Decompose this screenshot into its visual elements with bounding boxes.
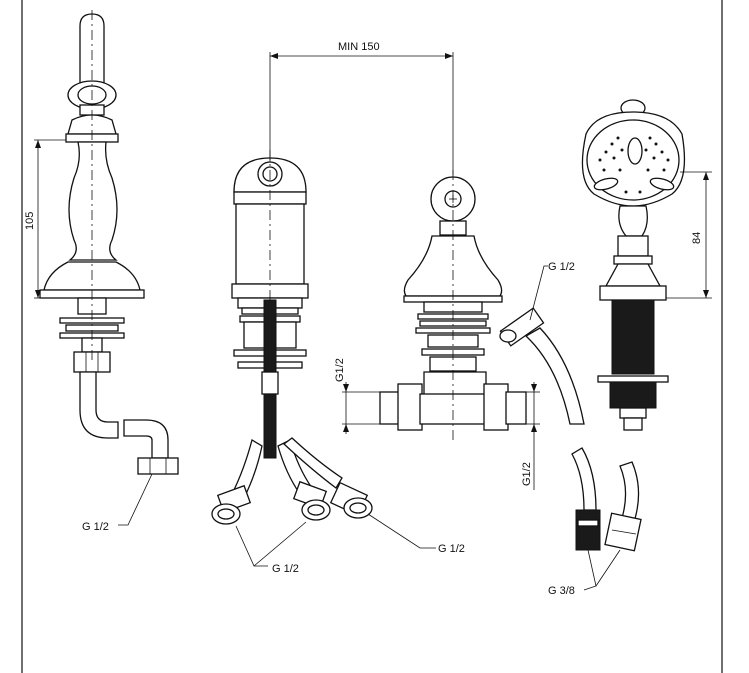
drawing-frame bbox=[21, 0, 723, 673]
handshower-assembly bbox=[581, 99, 686, 431]
spout-connector-label: G 1/2 bbox=[82, 521, 109, 533]
handshower-nozzles bbox=[598, 136, 670, 194]
handshower-height-label: 84 bbox=[691, 232, 703, 244]
spacing-dimension: MIN 150 bbox=[269, 41, 454, 175]
hose-ends-label: G 3/8 bbox=[548, 585, 575, 597]
valve-nut-center bbox=[292, 480, 331, 521]
valve-nut-right bbox=[329, 481, 373, 519]
diverter-connector-label: G 1/2 bbox=[438, 543, 465, 555]
diverter-left-dimension: G1/2 bbox=[334, 358, 380, 434]
valve-connectors-callout: G 1/2 bbox=[235, 521, 307, 575]
diverter-connector-callout: G 1/2 bbox=[367, 513, 465, 555]
valve-assembly bbox=[211, 150, 373, 525]
valve-connectors-label: G 1/2 bbox=[272, 563, 299, 575]
handshower-height-dimension: 84 bbox=[666, 171, 712, 299]
hose-connector-label: G 1/2 bbox=[548, 261, 575, 273]
valve-nut-left bbox=[211, 484, 252, 525]
diverter-right-dimension: G1/2 bbox=[521, 382, 540, 490]
spout-connector-callout: G 1/2 bbox=[82, 473, 153, 533]
spout-height-dimension: 105 bbox=[24, 139, 66, 299]
diverter-left-label: G1/2 bbox=[334, 358, 346, 382]
spout-assembly bbox=[39, 10, 179, 475]
spacing-label: MIN 150 bbox=[338, 41, 380, 53]
diverter-right-label: G1/2 bbox=[521, 462, 533, 486]
hose-segment: G 1/2 bbox=[499, 261, 585, 425]
diverter-assembly bbox=[379, 170, 527, 440]
spout-height-label: 105 bbox=[24, 212, 36, 230]
hose-ends: G 3/8 bbox=[548, 447, 642, 597]
